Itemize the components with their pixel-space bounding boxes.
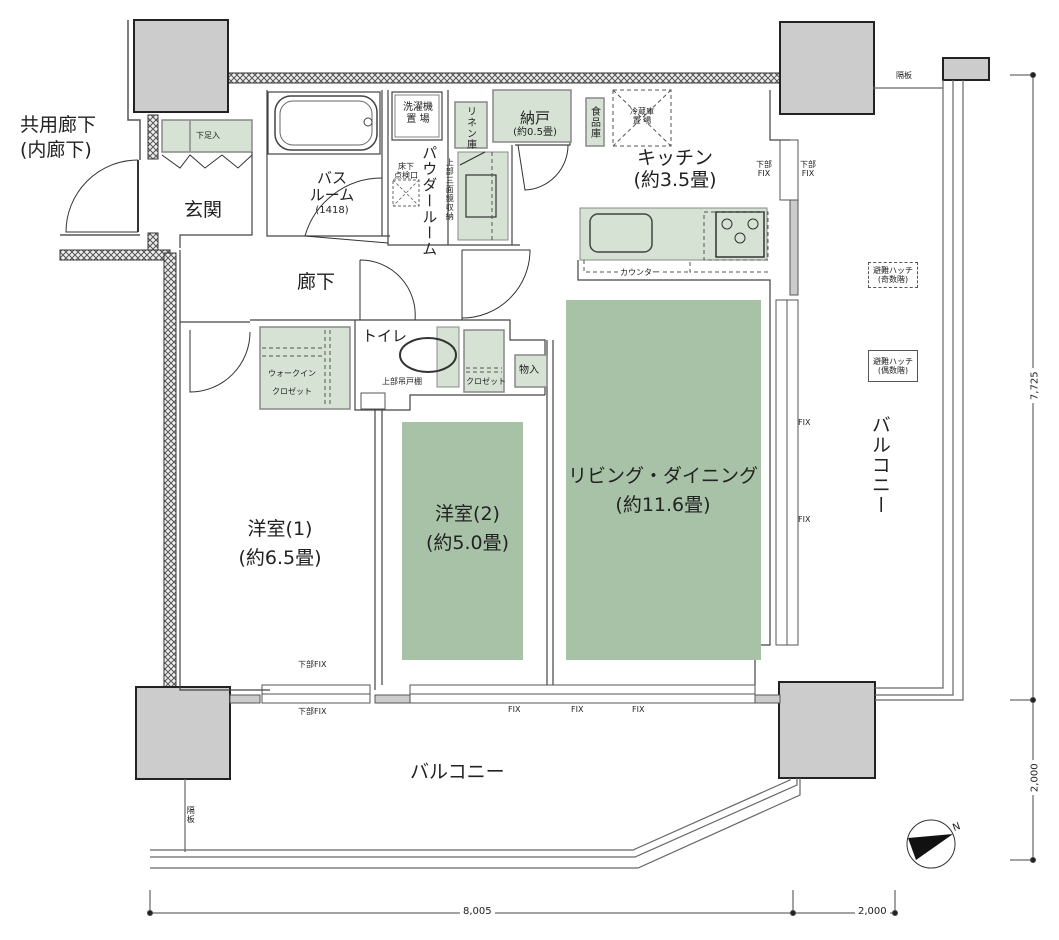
living-size: (約11.6畳) (615, 493, 711, 516)
column-se (778, 681, 876, 779)
washer-label: 洗濯機 置 場 (398, 102, 438, 125)
room-entrance: 玄関 (184, 199, 223, 221)
western2-size: (約5.0畳) (425, 531, 510, 554)
room-hallway: 廊下 (297, 271, 336, 293)
living-name: リビング・ダイニング (567, 465, 758, 487)
walk-in-closet-label: ウォークイン クロゼット (262, 365, 322, 402)
lower-label-1: 下部 (756, 160, 772, 169)
window-label-kitchen-1: 下部 FIX (756, 160, 772, 178)
nando-size: (約0.5畳) (513, 127, 557, 139)
window-fix-south-3: FIX (632, 705, 645, 714)
fridge-line2: 置 場 (632, 116, 652, 126)
partition-label-east: 隔板 (896, 71, 912, 80)
counter-label: カウンター (618, 268, 662, 278)
window-fix-east-2: FIX (798, 515, 811, 524)
balcony-south-label: バルコニー (410, 761, 505, 783)
compass-icon (906, 819, 956, 869)
washer-line1: 洗濯機 (403, 102, 433, 113)
room-kitchen: キッチン (約3.5畳) (620, 147, 730, 192)
bathroom-name-1: バス (316, 169, 347, 187)
room-living: リビング・ダイニング (約11.6畳) (558, 462, 768, 519)
column-ne (779, 21, 875, 115)
floor-western2 (402, 422, 523, 660)
evacuation-hatch-even: 避難ハッチ (偶数階) (868, 350, 918, 383)
window-fix-south-1: FIX (508, 705, 521, 714)
hatch-odd-line2: (奇数階) (877, 275, 909, 285)
column-nw (133, 19, 229, 113)
dimension-width-balcony: 2,000 (855, 906, 890, 918)
kitchen-name: キッチン (636, 147, 713, 169)
toilet-shelf-label: 上部吊戸棚 (382, 377, 422, 386)
column-sw (135, 686, 231, 780)
dimension-depth-main: 7,725 (1029, 368, 1042, 404)
window-label-kitchen-2: 下部 FIX (800, 160, 816, 178)
western1-name: 洋室(1) (247, 518, 313, 540)
room-nando: 納戸 (約0.5畳) (505, 109, 565, 139)
window-fix-east-1: FIX (798, 418, 811, 427)
bathroom-name-2: ルーム (309, 186, 355, 205)
corridor-sublabel: (内廊下) (20, 139, 92, 161)
kitchen-size: (約3.5畳) (633, 168, 717, 191)
inspection-hatch-label: 床下 点検口 (392, 162, 420, 180)
fridge-label: 冷蔵庫 置 場 (620, 107, 664, 125)
linen-label: リネン庫 (464, 106, 476, 150)
fix-label-2: FIX (801, 169, 815, 179)
shoe-storage-label: 下足入 (196, 131, 220, 140)
north-wall (181, 72, 781, 84)
window-lower-fix-inner: 下部FIX (298, 660, 327, 669)
room-bathroom: バス ルーム (1418) (302, 169, 362, 216)
western1-size: (約6.5畳) (238, 546, 322, 569)
inspection-line1: 床下 (398, 162, 414, 171)
nando-name: 納戸 (519, 109, 550, 127)
hatch-even-line2: (偶数階) (877, 366, 909, 376)
western2-name: 洋室(2) (435, 503, 500, 525)
corridor-label: 共用廊下 (20, 114, 97, 136)
dimension-width-main: 8,005 (460, 906, 495, 918)
pantry-label: 食品庫 (588, 106, 600, 139)
fridge-line1: 冷蔵庫 (630, 107, 654, 116)
walk-in-line2: クロゼット (272, 387, 312, 397)
column-east-small (942, 57, 990, 81)
evacuation-hatch-odd: 避難ハッチ (奇数階) (868, 262, 918, 289)
walk-in-line1: ウォークイン (268, 369, 316, 378)
window-lower-fix-outer: 下部FIX (298, 707, 327, 716)
storage-label: 物入 (519, 365, 539, 376)
inspection-line2: 点検口 (394, 171, 418, 181)
washer-line2: 置 場 (406, 113, 430, 125)
room-western2: 洋室(2) (約5.0畳) (410, 500, 525, 557)
west-wall (163, 252, 177, 689)
fix-label-1: FIX (757, 169, 771, 179)
floor-living (566, 300, 761, 660)
hatch-even-line1: 避難ハッチ (873, 357, 913, 366)
window-fix-south-2: FIX (571, 705, 584, 714)
bathroom-size: (1418) (315, 204, 349, 216)
hatch-odd-line1: 避難ハッチ (873, 266, 913, 275)
partition-label-south: 隔板 (186, 806, 196, 824)
mirror-storage-label: 上部三面鏡収納 (445, 158, 455, 221)
dimension-depth-balcony: 2,000 (1029, 760, 1042, 796)
room-toilet: トイレ (362, 327, 408, 345)
balcony-east-label: バルコニー (868, 415, 891, 515)
lower-label-2: 下部 (800, 160, 816, 169)
room-western1: 洋室(1) (約6.5畳) (225, 515, 335, 572)
room-powder: パウダールーム (420, 145, 439, 257)
closet-label: クロゼット (466, 377, 506, 386)
